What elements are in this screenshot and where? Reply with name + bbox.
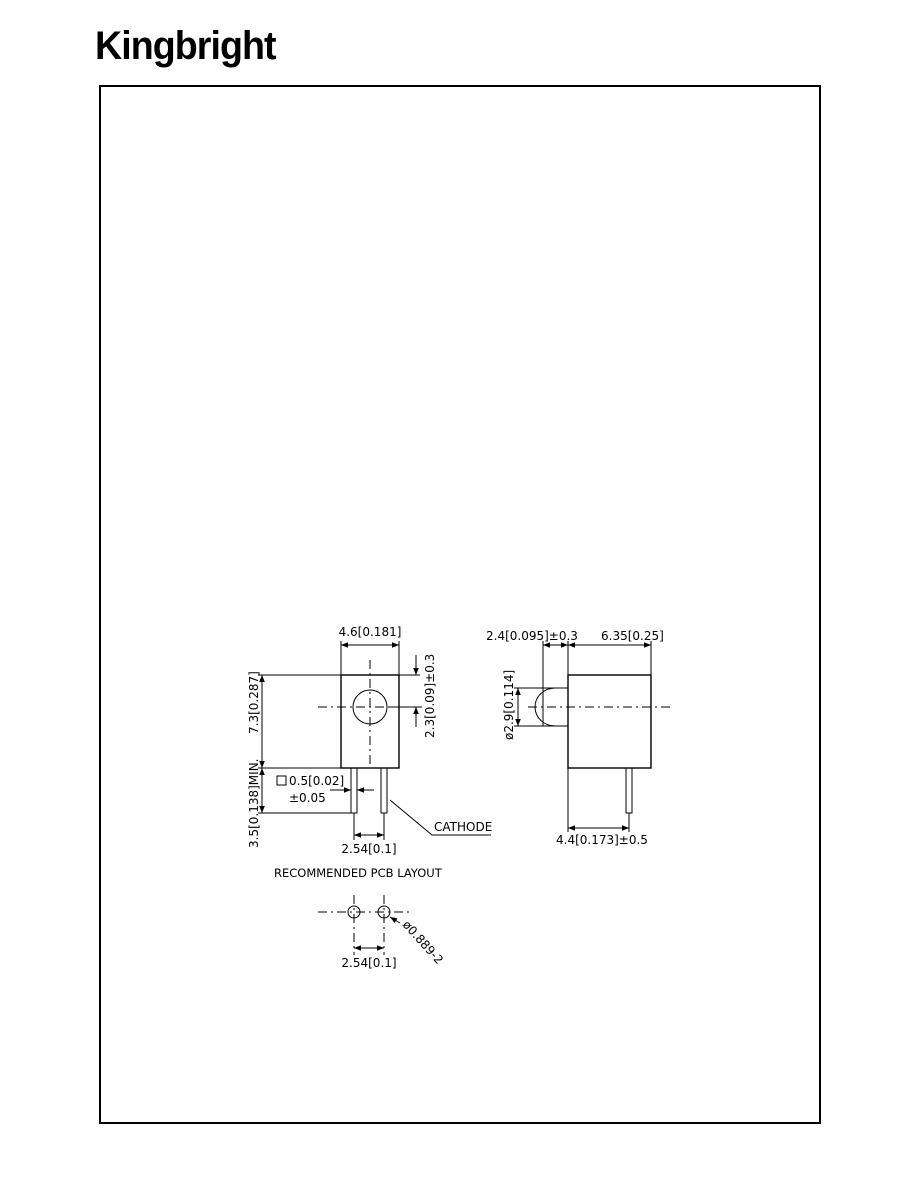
cathode-label: CATHODE bbox=[434, 820, 492, 834]
lead-cathode bbox=[380, 767, 388, 814]
square-symbol-icon bbox=[276, 775, 287, 786]
side-view: 2.4[0.095]±0.3 6.35[0.25] ø2.9[0.114] 4.… bbox=[486, 629, 670, 847]
lead-square-dim-label: 0.5[0.02] bbox=[289, 774, 344, 788]
drawing-frame bbox=[99, 85, 821, 1124]
lens-offset-dim-label: 2.3[0.09]±0.3 bbox=[423, 654, 437, 738]
front-view: 4.6[0.181] 7.3[0.287] 3.5[0.138]MIN. 2.3… bbox=[247, 625, 492, 856]
lead-anode bbox=[350, 767, 358, 814]
pcb-hole-1 bbox=[347, 905, 361, 919]
pcb-hole-dim-label: ø0.889-2 bbox=[400, 918, 446, 967]
kingbright-logo: Kingbright bbox=[95, 24, 277, 68]
pcb-layout-title: RECOMMENDED PCB LAYOUT bbox=[274, 866, 443, 880]
height-dim-label: 7.3[0.287] bbox=[247, 671, 261, 734]
pcb-layout: RECOMMENDED PCB LAYOUT 2.54[0.1] ø0.889-… bbox=[274, 866, 446, 970]
lead-side bbox=[625, 767, 633, 814]
body-depth-dim-label: 6.35[0.25] bbox=[601, 629, 664, 643]
lead-length-dim-label: 3.5[0.138]MIN. bbox=[247, 759, 261, 848]
lens-dia-dim-label: ø2.9[0.114] bbox=[502, 670, 516, 740]
lead-tol-label: ±0.05 bbox=[289, 791, 326, 805]
width-dim-label: 4.6[0.181] bbox=[339, 625, 402, 639]
lead-offset-dim-label: 4.4[0.173]±0.5 bbox=[556, 833, 648, 847]
led-body-side bbox=[567, 674, 652, 769]
pitch-dim-label: 2.54[0.1] bbox=[341, 842, 396, 856]
lens-protrusion-dim-label: 2.4[0.095]±0.3 bbox=[486, 629, 578, 643]
pcb-pitch-dim-label: 2.54[0.1] bbox=[341, 956, 396, 970]
pcb-hole-2 bbox=[377, 905, 391, 919]
